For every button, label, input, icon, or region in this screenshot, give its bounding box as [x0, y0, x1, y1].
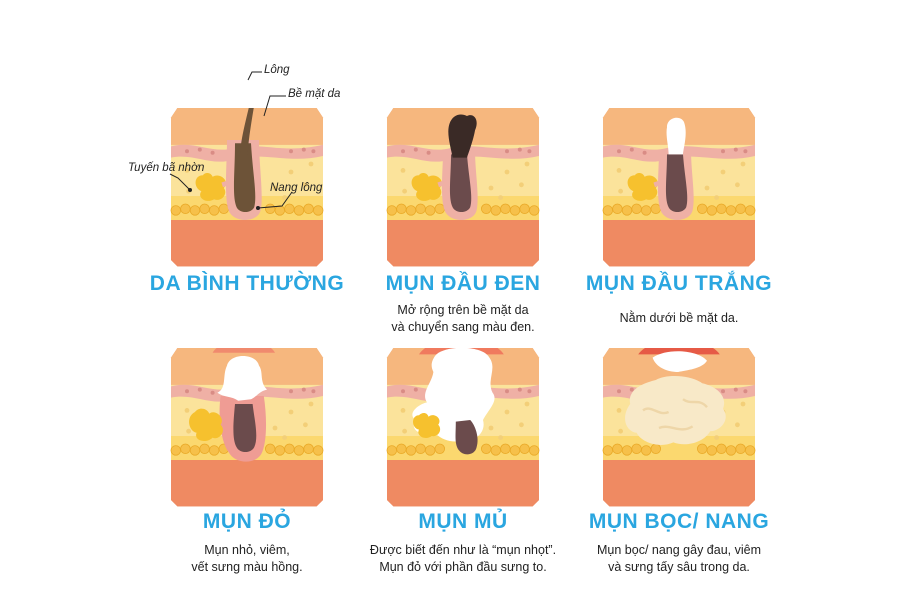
desc-cyst-line1: Mụn bọc/ nang gây đau, viêm [597, 543, 761, 557]
panel-whitehead [584, 108, 774, 268]
label-sebaceous: Tuyến bã nhờn [128, 162, 205, 174]
blackhead-illustration [386, 108, 540, 267]
desc-blackhead-line1: Mở rộng trên bề mặt da [397, 303, 529, 317]
desc-blackhead: Mở rộng trên bề mặt da và chuyển sang mà… [343, 302, 583, 336]
label-follicle: Nang lông [270, 182, 323, 194]
cyst-illustration [602, 348, 756, 507]
desc-cyst: Mụn bọc/ nang gây đau, viêm và sưng tấy … [559, 542, 799, 576]
desc-pustule: Được biết đến như là “mụn nhọt”. Mụn đỏ … [333, 542, 593, 576]
normal-skin-illustration [170, 108, 324, 267]
title-blackhead: MỤN ĐẦU ĐEN [385, 272, 541, 295]
title-normal-skin: DA BÌNH THƯỜNG [149, 272, 345, 295]
desc-papule-line2: vết sưng màu hồng. [191, 560, 303, 574]
panel-papule [152, 348, 342, 508]
desc-pustule-line2: Mụn đỏ với phần đầu sưng to. [379, 560, 547, 574]
panel-blackhead [368, 108, 558, 268]
papule-illustration [170, 348, 324, 507]
title-papule: MỤN ĐỎ [202, 510, 292, 533]
pustule-illustration [386, 348, 540, 507]
desc-whitehead: Nằm dưới bề mặt da. [559, 310, 799, 327]
label-surface: Bề mặt da [288, 88, 341, 100]
desc-papule-line1: Mụn nhỏ, viêm, [204, 543, 290, 557]
title-pustule: MỤN MỦ [418, 510, 508, 533]
label-hair: Lông [264, 64, 290, 76]
panel-cyst [584, 348, 774, 508]
title-cyst: MỤN BỌC/ NANG [588, 510, 770, 533]
desc-papule: Mụn nhỏ, viêm, vết sưng màu hồng. [127, 542, 367, 576]
whitehead-illustration [602, 108, 756, 267]
panel-normal-skin [152, 108, 342, 268]
desc-whitehead-line1: Nằm dưới bề mặt da. [619, 311, 739, 325]
title-whitehead: MỤN ĐẦU TRẮNG [585, 272, 773, 295]
desc-pustule-line1: Được biết đến như là “mụn nhọt”. [369, 543, 557, 557]
panel-pustule [368, 348, 558, 508]
desc-blackhead-line2: và chuyển sang màu đen. [391, 320, 535, 334]
desc-cyst-line2: và sưng tấy sâu trong da. [608, 560, 750, 574]
